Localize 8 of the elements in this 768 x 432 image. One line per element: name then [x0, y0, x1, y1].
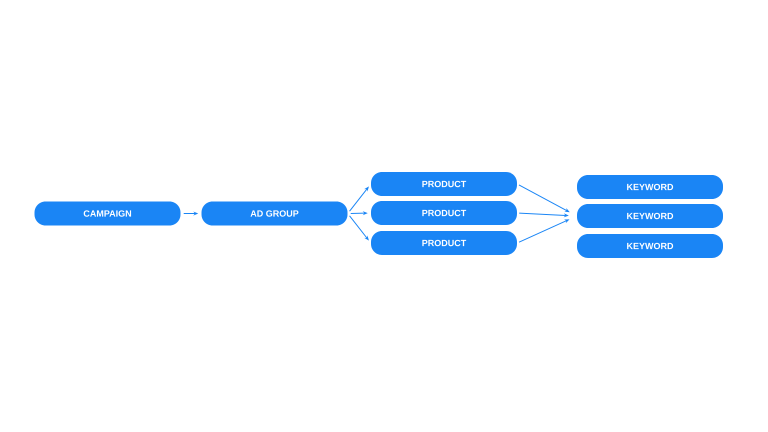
rounded-box: KEYWORD [577, 175, 723, 199]
rounded-box: PRODUCT [371, 201, 517, 225]
rounded-box: PRODUCT [371, 172, 517, 196]
rounded-box: KEYWORD [577, 204, 723, 228]
rounded-box: KEYWORD [577, 234, 723, 258]
rounded-box: PRODUCT [371, 231, 517, 255]
rounded-box: AD GROUP [202, 202, 348, 226]
rounded-box: CAMPAIGN [34, 202, 180, 226]
